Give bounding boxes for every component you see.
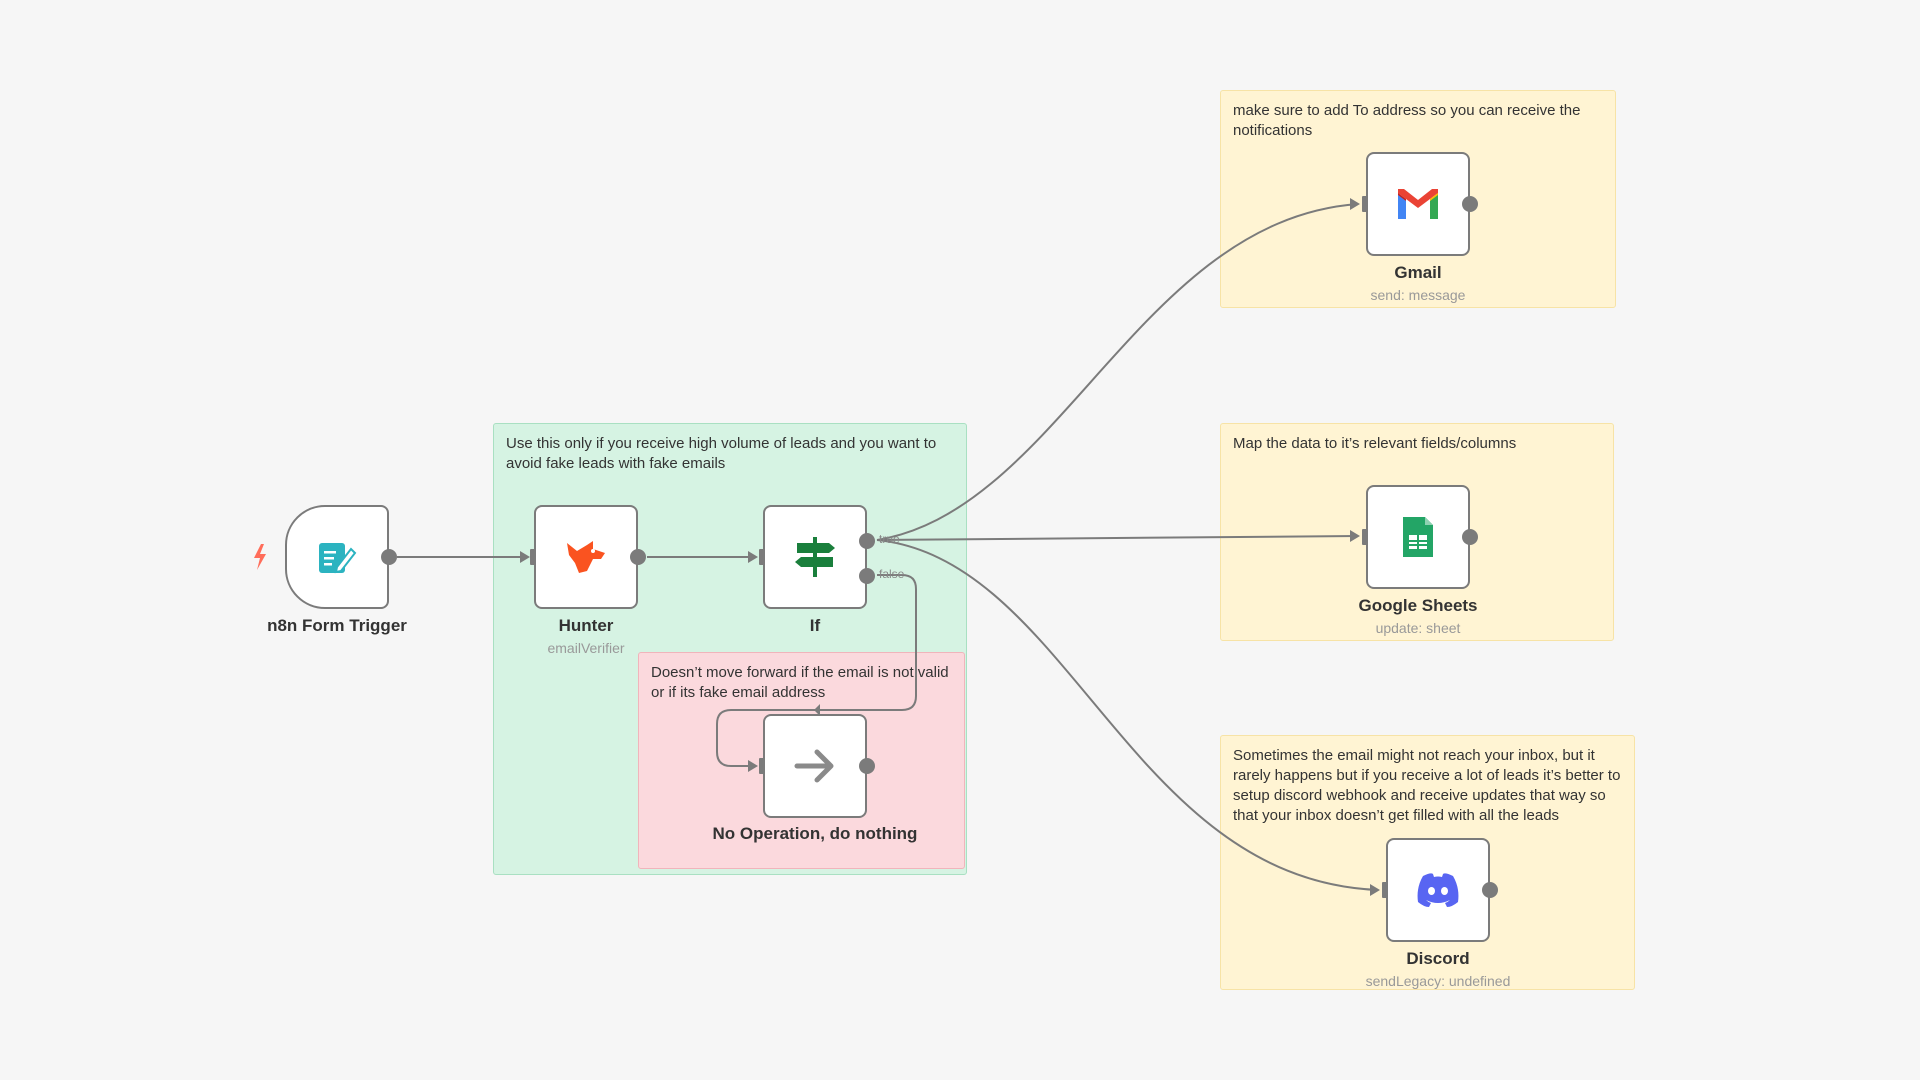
arrowhead-loop	[814, 704, 820, 716]
sheets-input-port[interactable]	[1362, 529, 1368, 545]
hunter-fox-icon	[567, 541, 605, 573]
node-discord[interactable]	[1382, 838, 1498, 942]
gmail-label: Gmail	[1394, 263, 1442, 282]
if-false-output-port[interactable]	[859, 568, 875, 584]
edge-if-true-to-discord	[876, 539, 1379, 891]
noop-label: No Operation, do nothing	[712, 824, 918, 843]
sticky-note-sheets-text: Map the data to it’s relevant fields/col…	[1233, 435, 1517, 452]
google-sheets-icon	[1403, 517, 1433, 557]
hunter-output-port[interactable]	[630, 549, 646, 565]
sticky-note-gmail[interactable]: make sure to add To address so you can r…	[1220, 90, 1616, 308]
node-hunter[interactable]	[530, 505, 646, 609]
sheets-subtitle: update: sheet	[1375, 620, 1461, 636]
discord-label: Discord	[1406, 949, 1470, 968]
signpost-icon	[795, 537, 835, 577]
form-trigger-output-port[interactable]	[381, 549, 397, 565]
sticky-note-hunter-text: Use this only if you receive high volume…	[506, 435, 937, 472]
if-true-output-port[interactable]	[859, 533, 875, 549]
if-false-label: false	[879, 567, 905, 581]
gmail-subtitle: send: message	[1370, 287, 1466, 303]
arrowhead-if	[748, 551, 758, 563]
sticky-note-noop-text: Doesn’t move forward if the email is not…	[651, 664, 949, 701]
hunter-input-port[interactable]	[530, 549, 536, 565]
node-form-trigger[interactable]	[285, 505, 397, 609]
sticky-note-discord[interactable]: Sometimes the email might not reach your…	[1220, 735, 1635, 990]
node-gmail[interactable]	[1362, 152, 1478, 256]
discord-input-port[interactable]	[1382, 882, 1388, 898]
gmail-input-port[interactable]	[1362, 196, 1368, 212]
noop-output-port[interactable]	[859, 758, 875, 774]
edge-if-true-to-gmail	[876, 203, 1359, 541]
form-trigger-label: n8n Form Trigger	[267, 616, 407, 635]
edge-if-true-to-sheets	[876, 535, 1359, 541]
if-true-label: true	[879, 532, 900, 546]
arrowhead-hunter	[520, 551, 530, 563]
hunter-subtitle: emailVerifier	[547, 640, 625, 656]
sticky-note-gmail-text: make sure to add To address so you can r…	[1233, 102, 1581, 139]
arrowhead-discord	[1370, 884, 1380, 896]
arrowhead-sheets	[1350, 530, 1360, 542]
if-input-port[interactable]	[759, 549, 765, 565]
node-noop[interactable]	[759, 714, 875, 818]
gmail-output-port[interactable]	[1462, 196, 1478, 212]
arrow-right-icon	[794, 749, 834, 783]
gmail-icon	[1398, 189, 1438, 219]
hunter-label: Hunter	[558, 616, 614, 635]
if-label: If	[809, 616, 821, 635]
discord-output-port[interactable]	[1482, 882, 1498, 898]
arrowhead-gmail	[1350, 198, 1360, 210]
node-google-sheets[interactable]	[1362, 485, 1478, 589]
discord-subtitle: sendLegacy: undefined	[1365, 973, 1511, 989]
noop-input-port[interactable]	[759, 758, 765, 774]
node-if[interactable]	[759, 505, 875, 609]
trigger-bolt-icon	[254, 544, 266, 570]
discord-icon	[1417, 873, 1459, 907]
sticky-note-discord-text: Sometimes the email might not reach your…	[1233, 747, 1621, 824]
form-icon	[319, 543, 357, 574]
sheets-output-port[interactable]	[1462, 529, 1478, 545]
sheets-label: Google Sheets	[1358, 596, 1478, 615]
arrowhead-noop	[748, 760, 758, 772]
